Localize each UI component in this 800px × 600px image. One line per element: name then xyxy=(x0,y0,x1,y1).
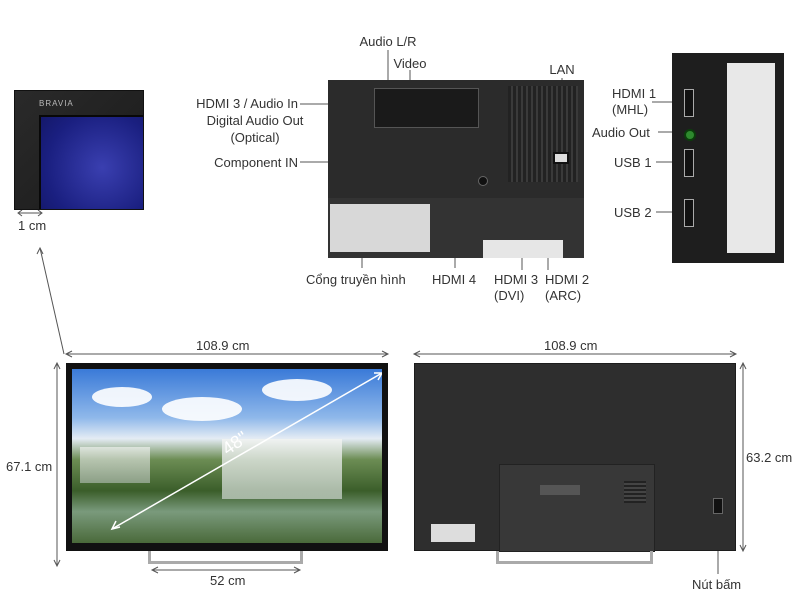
label-audio-lr: Audio L/R xyxy=(359,34,417,49)
label-hdmi3-audio-in: HDMI 3 / Audio In xyxy=(196,96,298,111)
audio-out-jack xyxy=(684,129,696,141)
label-audio-out: Audio Out xyxy=(592,125,650,140)
front-width-label: 108.9 cm xyxy=(196,338,250,353)
bezel-width-label: 1 cm xyxy=(18,218,47,233)
vent-grille xyxy=(508,86,578,182)
label-usb1: USB 1 xyxy=(614,155,652,170)
label-video: Video xyxy=(393,56,427,71)
tv-back-photo xyxy=(414,363,736,552)
label-button: Nút bấm xyxy=(692,577,742,592)
label-antenna: Cổng truyền hình xyxy=(306,272,406,287)
back-stand-bar xyxy=(496,561,653,564)
usb1-port xyxy=(684,149,694,177)
tv-front-photo: 48" xyxy=(66,363,388,551)
closeup-brand-logo: BRAVIA xyxy=(39,99,74,108)
usb2-port xyxy=(684,199,694,227)
cloud-shape xyxy=(162,397,242,421)
label-hdmi4: HDMI 4 xyxy=(432,272,477,287)
label-hdmi3: HDMI 3 xyxy=(494,272,539,287)
hdmi1-port xyxy=(684,89,694,117)
front-height-label: 67.1 cm xyxy=(6,459,53,474)
closeup-screen xyxy=(39,115,143,209)
control-button xyxy=(713,498,723,514)
back-stand-leg-right xyxy=(650,551,653,563)
back-sticker xyxy=(431,524,475,542)
label-component-in: Component IN xyxy=(214,155,298,170)
lan-port xyxy=(553,152,569,164)
hdmi-label-sheet xyxy=(483,240,563,258)
waterfall-shape xyxy=(80,447,150,483)
back-center-housing xyxy=(499,464,655,552)
side-label-sheet xyxy=(727,63,775,253)
label-hdmi1-sub: (MHL) xyxy=(612,102,649,117)
diagonal-arrow xyxy=(110,372,382,531)
back-height-label: 63.2 cm xyxy=(746,450,793,465)
tv-front-screen: 48" xyxy=(72,369,382,543)
front-stand-leg-left xyxy=(148,551,151,563)
label-lan: LAN xyxy=(549,62,575,77)
front-stand-bar xyxy=(148,561,303,564)
label-hdmi3-sub: (DVI) xyxy=(494,288,525,303)
power-jack xyxy=(478,176,488,186)
cloud-shape xyxy=(262,379,332,401)
label-hdmi2-sub: (ARC) xyxy=(545,288,582,303)
av-input-plate xyxy=(374,88,479,128)
label-digital-audio-out-sub: (Optical) xyxy=(230,130,280,145)
back-connector-strip xyxy=(540,485,580,495)
waterfall-shape xyxy=(222,439,342,499)
bezel-closeup-image: BRAVIA xyxy=(14,90,144,210)
back-width-label: 108.9 cm xyxy=(544,338,598,353)
label-digital-audio-out: Digital Audio Out xyxy=(206,113,304,128)
info-label-sheet xyxy=(330,204,430,252)
back-ports-photo xyxy=(328,80,584,258)
label-hdmi2: HDMI 2 xyxy=(545,272,590,287)
label-hdmi1: HDMI 1 xyxy=(612,86,657,101)
back-vent xyxy=(624,481,646,503)
side-ports-photo xyxy=(672,53,784,263)
cloud-shape xyxy=(92,387,152,407)
front-stand-leg-right xyxy=(300,551,303,563)
back-stand-leg-left xyxy=(496,551,499,563)
label-usb2: USB 2 xyxy=(614,205,652,220)
stand-width-label: 52 cm xyxy=(210,573,246,588)
